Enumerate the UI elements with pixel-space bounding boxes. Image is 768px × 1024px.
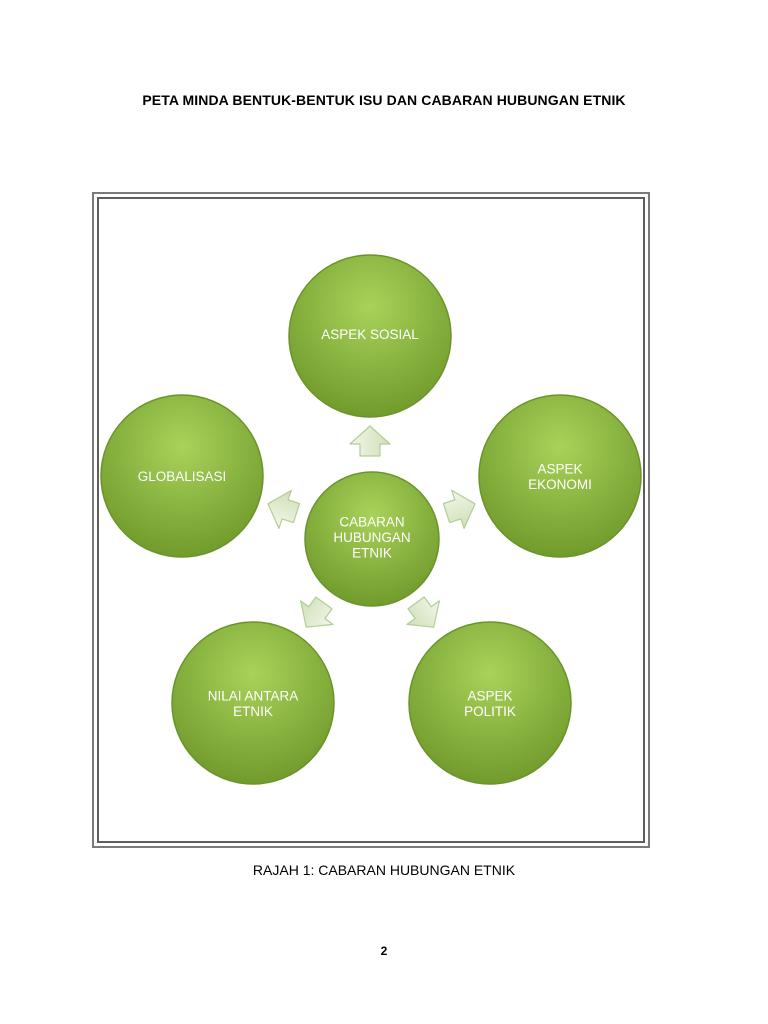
figure-caption: RAJAH 1: CABARAN HUBUNGAN ETNIK: [252, 862, 516, 878]
page-number: 2: [380, 944, 388, 958]
diagram-frame: [92, 192, 650, 848]
page-title: PETA MINDA BENTUK-BENTUK ISU DAN CABARAN…: [142, 92, 626, 108]
diagram-frame-inner: [97, 197, 645, 843]
